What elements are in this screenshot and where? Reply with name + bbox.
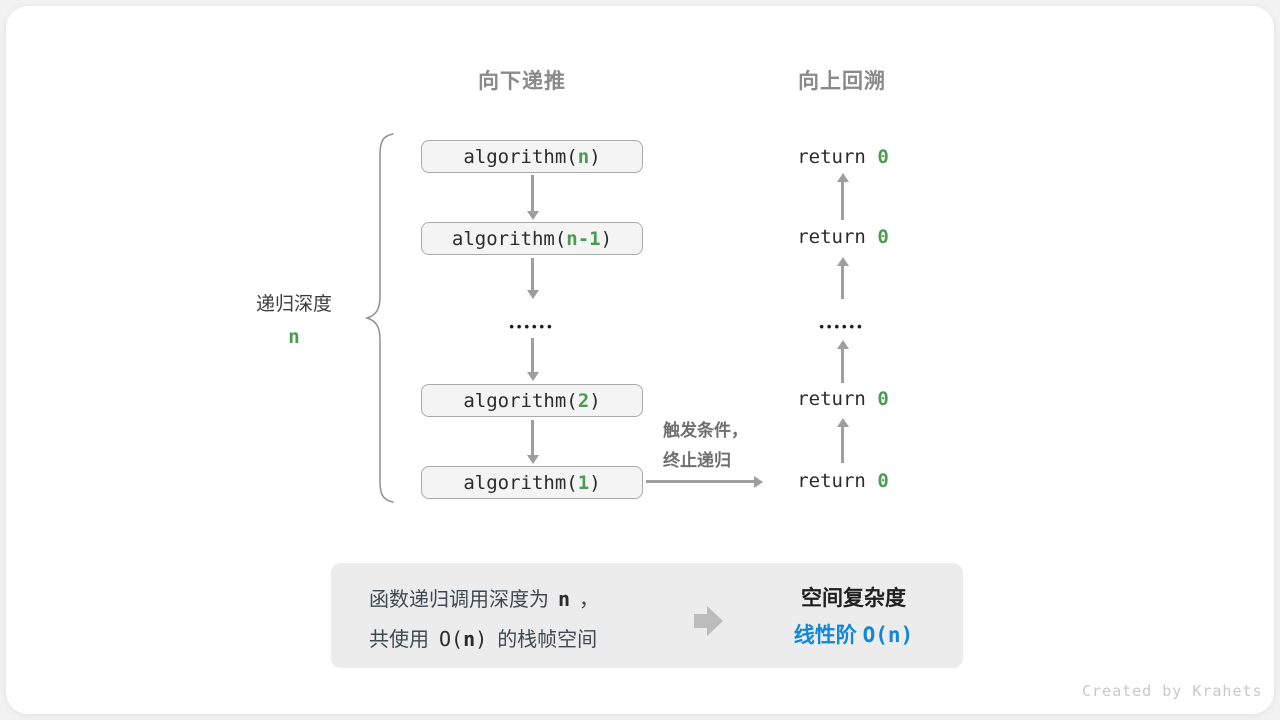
call-close: ) (600, 228, 613, 250)
depth-value: n (288, 326, 300, 348)
call-arg: n-1 (566, 228, 601, 250)
arrow-up-icon (836, 173, 849, 220)
summary-left-line2: 共使用 O(n) 的栈帧空间 (369, 623, 597, 652)
summary-panel (331, 563, 963, 668)
return-keyword: return (797, 470, 866, 492)
header-backtrack-up: 向上回溯 (798, 70, 886, 93)
summary-text: 共使用 (369, 629, 429, 651)
return-row: return 0 (768, 226, 918, 248)
call-arg: n (577, 146, 590, 168)
ellipsis-right: •••••• (819, 319, 865, 334)
space-complexity-result: 线性阶 O(n) (761, 619, 946, 649)
call-arg: 1 (577, 472, 590, 494)
return-keyword: return (797, 226, 866, 248)
credit-text: Created by Krahets (1082, 682, 1263, 700)
trigger-condition-line1: 触发条件， (663, 421, 748, 440)
depth-brace (365, 133, 394, 503)
call-fn: algorithm( (463, 390, 578, 412)
return-value: 0 (877, 146, 889, 168)
call-box-2: algorithm(2) (421, 384, 643, 417)
trigger-condition-line2: 终止递归 (663, 451, 731, 470)
arrow-down-icon (526, 258, 539, 299)
depth-label: 递归深度 (255, 294, 332, 315)
result-formula: O(n) (862, 623, 914, 647)
implies-arrow-icon (694, 606, 723, 636)
return-row: return 0 (768, 388, 918, 410)
call-fn: algorithm( (451, 228, 567, 250)
summary-arg: n (463, 627, 476, 651)
call-close: ) (589, 390, 601, 412)
arrow-up-icon (836, 340, 849, 383)
return-value: 0 (877, 388, 889, 410)
summary-big-o: ) (475, 627, 488, 651)
summary-arg: n (558, 587, 571, 611)
call-box-1: algorithm(1) (421, 466, 643, 499)
return-row: return 0 (768, 470, 918, 492)
call-box-n: algorithm(n) (421, 140, 643, 173)
arrow-right-icon (646, 475, 763, 488)
call-arg: 2 (577, 390, 590, 412)
ellipsis-left: •••••• (509, 319, 555, 334)
arrow-down-icon (526, 420, 539, 464)
arrow-down-icon (526, 175, 539, 220)
arrow-up-icon (836, 257, 849, 299)
arrow-down-icon (526, 338, 539, 381)
summary-text: ， (579, 589, 600, 611)
space-complexity-title: 空间复杂度 (801, 587, 906, 610)
diagram-canvas: 向下递推 向上回溯 递归深度 n algorithm(n) algorithm(… (6, 6, 1274, 714)
summary-text: 的栈帧空间 (497, 629, 598, 651)
result-text: 线性阶 (793, 624, 857, 647)
summary-big-o: O( (439, 627, 464, 651)
summary-text: 函数递归调用深度为 (369, 589, 549, 611)
return-value: 0 (877, 226, 889, 248)
return-value: 0 (877, 470, 889, 492)
call-close: ) (589, 472, 601, 494)
return-keyword: return (797, 146, 866, 168)
call-close: ) (589, 146, 601, 168)
return-row: return 0 (768, 146, 918, 168)
call-box-n-1: algorithm(n-1) (421, 222, 643, 255)
summary-left-line1: 函数递归调用深度为 n ， (369, 583, 599, 612)
call-fn: algorithm( (463, 472, 578, 494)
return-keyword: return (797, 388, 866, 410)
header-recurse-down: 向下递推 (478, 70, 566, 93)
call-fn: algorithm( (463, 146, 578, 168)
arrow-up-icon (836, 418, 849, 463)
